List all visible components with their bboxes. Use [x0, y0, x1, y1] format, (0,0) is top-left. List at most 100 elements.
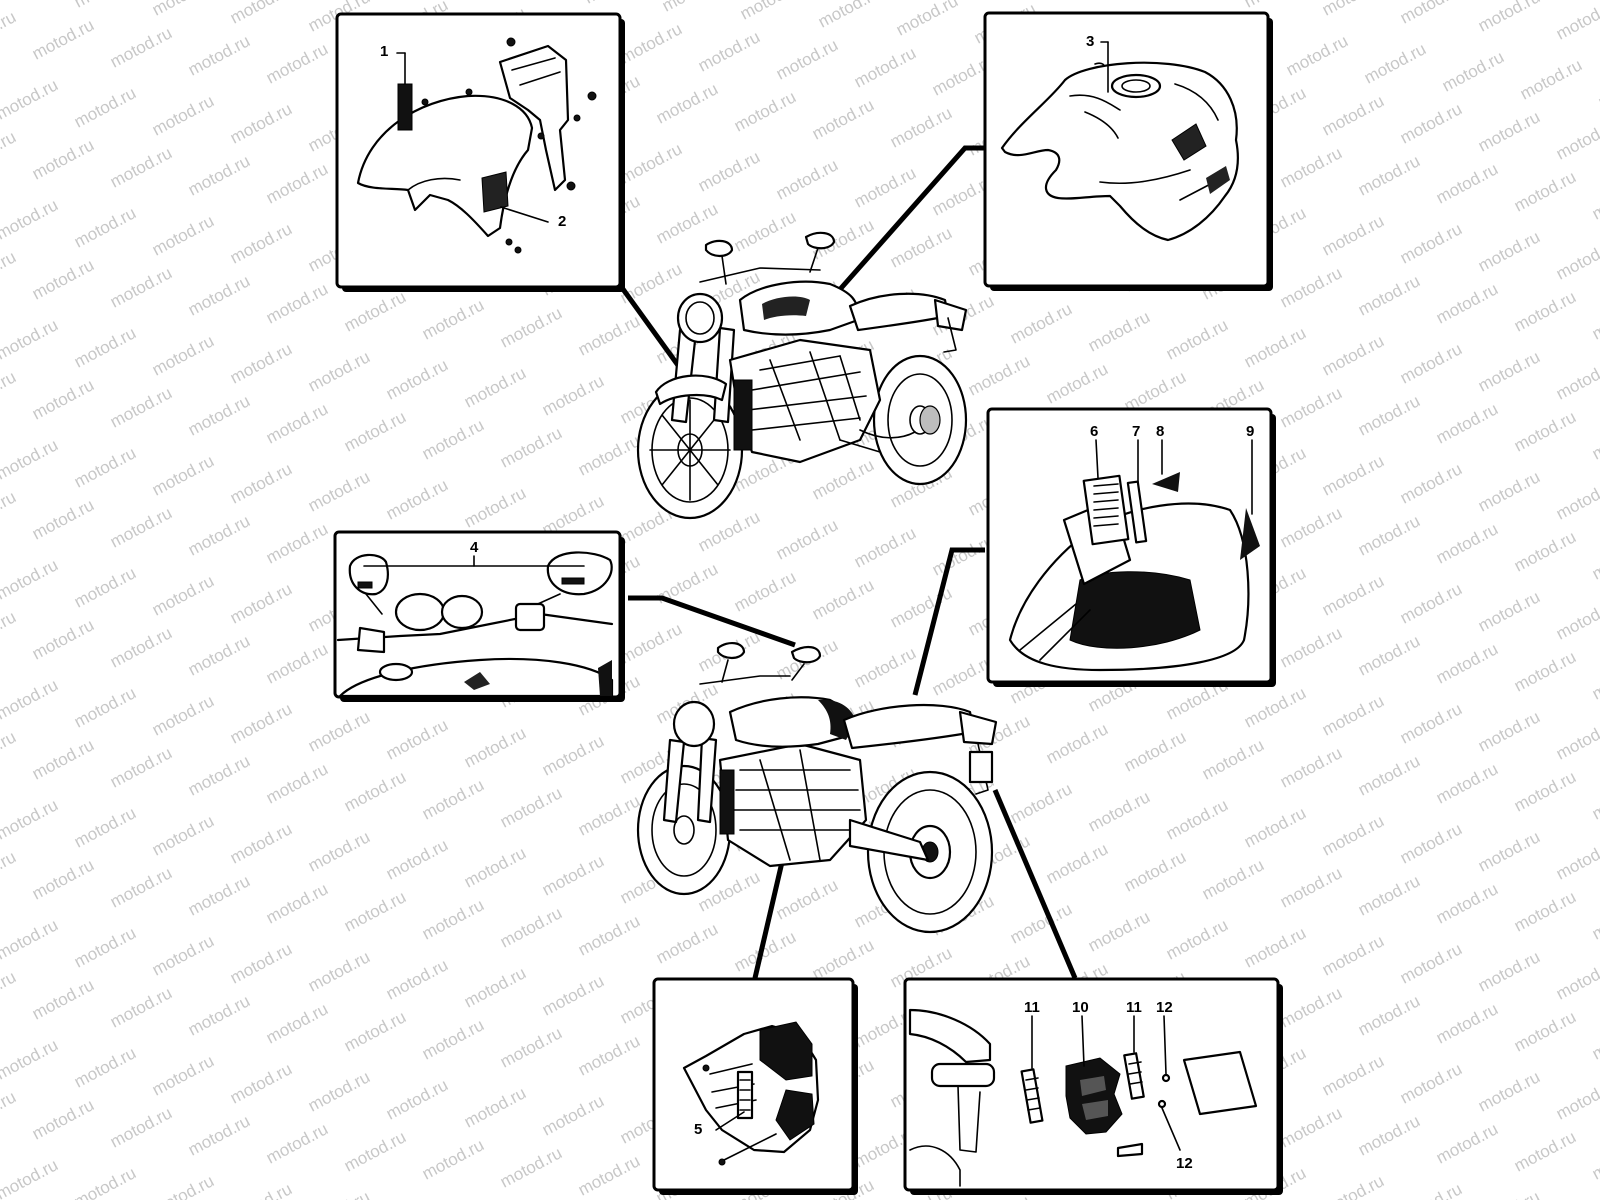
watermark-text: motod.ru [185, 151, 253, 199]
watermark-text: motod.ru [263, 519, 331, 567]
callout-12-top: 12 [1156, 999, 1173, 1016]
watermark-text: motod.ru [1319, 931, 1387, 979]
watermark-text: motod.ru [851, 43, 919, 91]
watermark-text: motod.ru [107, 863, 175, 911]
watermark-text: motod.ru [1397, 0, 1465, 28]
watermark-text: motod.ru [1553, 1195, 1600, 1200]
watermark-text: motod.ru [1241, 803, 1309, 851]
watermark-text: motod.ru [1553, 115, 1600, 163]
watermark-text: motod.ru [107, 503, 175, 551]
watermark-text: motod.ru [383, 475, 451, 523]
watermark-text: motod.ru [383, 835, 451, 883]
callout-1: 1 [380, 43, 388, 60]
motorcycle-rear-view [636, 642, 998, 934]
watermark-text: motod.ru [71, 83, 139, 131]
watermark-text: motod.ru [1355, 871, 1423, 919]
watermark-text: motod.ru [29, 255, 97, 303]
watermark-text: motod.ru [1277, 623, 1345, 671]
watermark-text: motod.ru [575, 311, 643, 359]
watermark-text: motod.ru [227, 459, 295, 507]
fender-bracket [498, 44, 570, 192]
decal-5-strip [736, 1070, 754, 1120]
watermark-text: motod.ru [1121, 847, 1189, 895]
watermark-text: motod.ru [809, 935, 877, 983]
watermark-text: motod.ru [1283, 31, 1351, 79]
watermark-text: motod.ru [149, 0, 217, 20]
watermark-text: motod.ru [461, 1083, 529, 1131]
watermark-text: motod.ru [695, 27, 763, 75]
watermark-text: motod.ru [1397, 819, 1465, 867]
watermark-text: motod.ru [1355, 991, 1423, 1039]
watermark-text: motod.ru [71, 443, 139, 491]
watermark-text: motod.ru [341, 887, 409, 935]
watermark-text: motod.ru [617, 619, 685, 667]
callout-9: 9 [1246, 423, 1254, 440]
watermark-text: motod.ru [0, 847, 19, 895]
watermark-text: motod.ru [1433, 519, 1501, 567]
leader-fuel-tank [833, 145, 985, 297]
watermark-text: motod.ru [383, 955, 451, 1003]
watermark-text: motod.ru [1277, 383, 1345, 431]
watermark-text: motod.ru [263, 279, 331, 327]
panel-mirrors: 4 [333, 530, 625, 702]
watermark-text: motod.ru [893, 0, 961, 40]
watermark-text: motod.ru [497, 1143, 565, 1191]
watermark-text: motod.ru [539, 971, 607, 1019]
tank-logo-decal [1171, 123, 1207, 161]
watermark-text: motod.ru [1277, 983, 1345, 1031]
watermark-text: motod.ru [149, 811, 217, 859]
watermark-text: motod.ru [0, 727, 19, 775]
watermark-text: motod.ru [1511, 887, 1579, 935]
watermark-text: motod.ru [1511, 287, 1579, 335]
watermark-text: motod.ru [1355, 751, 1423, 799]
watermark-text: motod.ru [1319, 571, 1387, 619]
watermark-text: motod.ru [887, 103, 955, 151]
watermark-text: motod.ru [617, 19, 685, 67]
watermark-text: motod.ru [1199, 855, 1267, 903]
watermark-text: motod.ru [0, 967, 19, 1015]
watermark-text: motod.ru [1553, 715, 1600, 763]
watermark-text: motod.ru [653, 199, 721, 247]
watermark-text: motod.ru [1277, 263, 1345, 311]
watermark-text: motod.ru [71, 683, 139, 731]
watermark-text: motod.ru [263, 399, 331, 447]
watermark-text: motod.ru [263, 1119, 331, 1167]
watermark-text: motod.ru [227, 0, 295, 28]
callout-12-bottom: 12 [1176, 1155, 1193, 1172]
watermark-text: motod.ru [695, 147, 763, 195]
watermark-text: motod.ru [1475, 467, 1543, 515]
watermark-text: motod.ru [1241, 683, 1309, 731]
watermark-text: motod.ru [0, 487, 19, 535]
watermark-text: motod.ru [1553, 235, 1600, 283]
watermark-text: motod.ru [29, 15, 97, 63]
watermark-text: motod.ru [0, 367, 19, 415]
watermark-text: motod.ru [497, 423, 565, 471]
watermark-text: motod.ru [851, 643, 919, 691]
watermark-text: motod.ru [419, 295, 487, 343]
watermark-text: motod.ru [185, 1111, 253, 1159]
watermark-text: motod.ru [575, 791, 643, 839]
watermark-text: motod.ru [1397, 339, 1465, 387]
watermark-text: motod.ru [1475, 947, 1543, 995]
watermark-text: motod.ru [461, 963, 529, 1011]
watermark-text: motod.ru [305, 947, 373, 995]
watermark-text: motod.ru [1277, 863, 1345, 911]
watermark-text: motod.ru [227, 1179, 295, 1200]
watermark-text: motod.ru [1475, 227, 1543, 275]
watermark-text: motod.ru [71, 203, 139, 251]
watermark-text: motod.ru [1007, 299, 1075, 347]
watermark-text: motod.ru [29, 495, 97, 543]
watermark-text: motod.ru [1319, 811, 1387, 859]
watermark-text: motod.ru [185, 751, 253, 799]
callout-11-left: 11 [1024, 999, 1040, 1016]
watermark-text: motod.ru [419, 1015, 487, 1063]
watermark-text: motod.ru [149, 571, 217, 619]
watermark-text: motod.ru [731, 87, 799, 135]
watermark-text: motod.ru [1553, 355, 1600, 403]
watermark-text: motod.ru [539, 731, 607, 779]
watermark-text: motod.ru [1553, 595, 1600, 643]
watermark-text: motod.ru [539, 851, 607, 899]
watermark-text: motod.ru [1121, 727, 1189, 775]
watermark-text: motod.ru [1163, 795, 1231, 843]
watermark-text: motod.ru [383, 1195, 451, 1200]
